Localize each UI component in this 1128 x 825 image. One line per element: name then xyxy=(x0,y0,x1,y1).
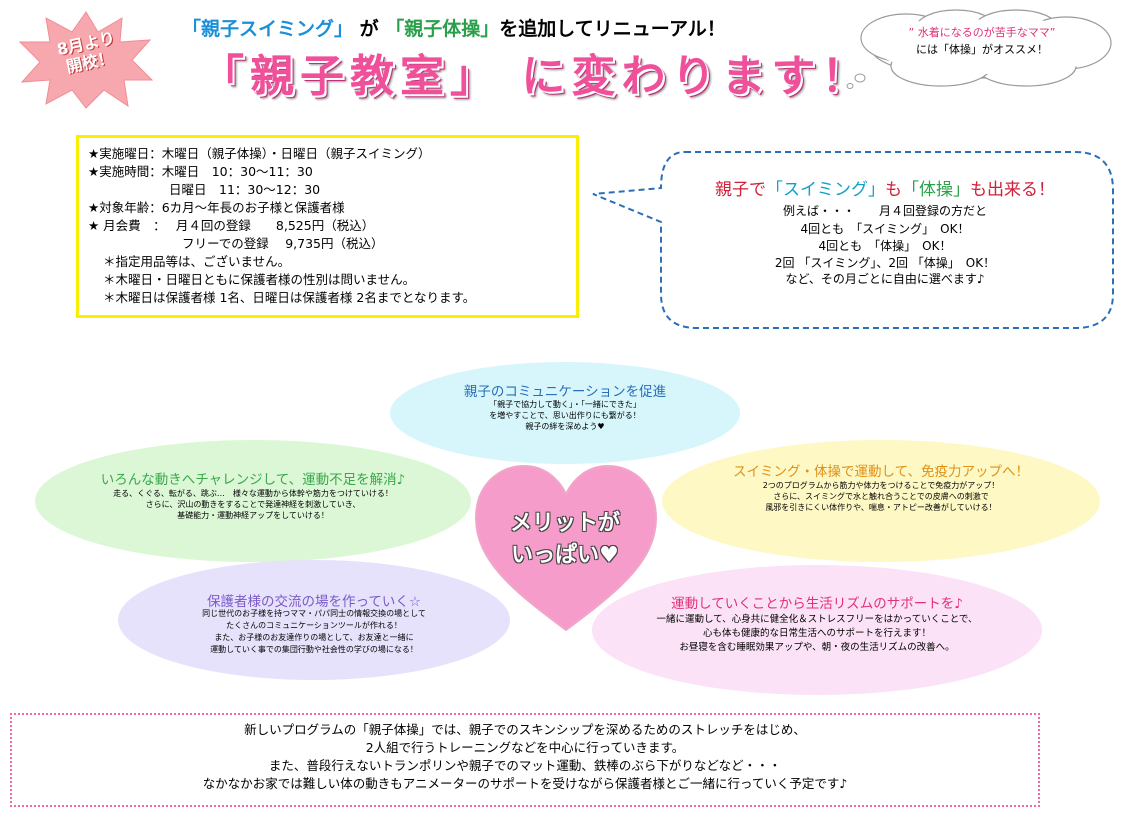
heart-line1: メリットが xyxy=(509,511,620,536)
merit-challenge-line2: さらに、沢山の動きをすることで発達神経を刺激していき、 xyxy=(145,500,361,509)
merit-exchange-line3: また、お子様のお友達作りの場として、お友達と一緒に xyxy=(214,633,414,642)
page-title: 「親子教室」 に変わります！ xyxy=(200,51,872,102)
subtitle-ga: が xyxy=(359,18,379,40)
merit-rhythm-line3: お昼寝を含む睡眠効果アップや、朝・夜の生活リズムの改善へ。 xyxy=(679,642,955,653)
bubble-title-a: 親子で xyxy=(715,180,766,200)
merit-rhythm-title: 運動していくことから生活リズムのサポートを♪ xyxy=(671,596,963,612)
merit-exchange-title: 保護者様の交流の場を作っていく☆ xyxy=(207,594,421,610)
opening-badge-starburst xyxy=(18,11,154,109)
bubble-title-swimming: 「スイミング」 xyxy=(766,180,885,200)
class-info-box: ★実施曜日：木曜日（親子体操）・日曜日（親子スイミング） ★実施時間：木曜日 1… xyxy=(76,135,579,318)
merit-communication-line3: 親子の絆を深めよう♥ xyxy=(525,422,605,431)
merit-rhythm xyxy=(592,565,1042,695)
cloud-line1: ” 水着になるのが苦手なママ” xyxy=(908,26,1056,39)
info-fee-free: フリーでの登録 9,735円（税込） xyxy=(182,236,384,251)
bottom-line-3: また、普段行えないトランポリンや親子でのマット運動、鉄棒のぶら下がりなどなど・・… xyxy=(268,758,782,773)
bubble-line-5: など、その月ごとに自由に選べます♪ xyxy=(785,272,985,286)
merit-immunity xyxy=(662,440,1100,562)
merit-rhythm-line2: 心も体も健康的な日常生活へのサポートを行えます！ xyxy=(702,628,931,639)
info-time-sunday: 日曜日 11：30～12：30 xyxy=(169,182,321,197)
merit-immunity-line2: さらに、スイミングで水と触れ合うことでの皮膚への刺激で xyxy=(773,492,989,501)
merit-exchange-line2: たくさんのコミュニケーションツールが作れる！ xyxy=(226,621,402,630)
bubble-title-e: も出来る！ xyxy=(970,180,1055,200)
subtitle-gymnastics: 「親子体操」 xyxy=(385,18,500,40)
headline-subtitle: 「親子スイミング」 が 「親子体操」を追加してリニューアル！ xyxy=(182,14,802,41)
info-note-items: ＊指定用品等は、ございません。 xyxy=(103,254,291,269)
merit-challenge-line1: 走る、くぐる、転がる、跳ぶ… 様々な運動から体幹や筋力をつけていける！ xyxy=(113,489,393,498)
heart-line2: いっぱい♥ xyxy=(511,543,619,568)
speech-bubble xyxy=(592,151,1114,329)
merit-immunity-title: スイミング・体操で運動して、免疫力アップへ！ xyxy=(733,464,1029,480)
heart-icon xyxy=(474,464,658,632)
cloud-line2-c: がオススメ！ xyxy=(982,43,1048,56)
subtitle-tail: を追加してリニューアル！ xyxy=(499,18,726,40)
merit-communication-title: 親子のコミュニケーションを促進 xyxy=(463,384,667,400)
cloud-line2-b: 「体操」 xyxy=(938,43,982,56)
info-days: ★実施曜日：木曜日（親子体操）・日曜日（親子スイミング） xyxy=(88,146,431,161)
merit-rhythm-line1: 一緒に運動して、心身共に健全化＆ストレスフリーをはかっていくことで、 xyxy=(656,614,978,625)
merit-exchange-line4: 運動していく事での集団行動や社会性の学びの場になる！ xyxy=(210,645,418,654)
info-fee-monthly: ★ 月会費 ： 月４回の登録 8,525円（税込） xyxy=(88,218,375,233)
merit-communication xyxy=(390,362,740,464)
info-note-gender: ＊木曜日・日曜日ともに保護者様の性別は問いません。 xyxy=(103,272,416,287)
bottom-line-4: なかなかお家では難しい体の動きもアニメーターのサポートを受けながら保護者様とご一… xyxy=(202,776,848,791)
cloud-text: ” 水着になるのが苦手なママ” には「体操」がオススメ！ xyxy=(862,24,1102,58)
bottom-line-1: 新しいプログラムの「親子体操」では、親子でのスキンシップを深めるためのストレッチ… xyxy=(244,722,806,737)
merit-challenge-title: いろんな動きへチャレンジして、運動不足を解消♪ xyxy=(100,472,406,488)
cloud-line2-a: には xyxy=(916,43,938,56)
thought-cloud xyxy=(846,9,1112,89)
merit-exchange-line1: 同じ世代のお子様を持つママ・パパ同士の情報交換の場として xyxy=(202,609,426,618)
info-note-guardians: ＊木曜日は保護者様 1名、日曜日は保護者様 2名までとなります。 xyxy=(103,290,476,305)
bubble-title: 親子で「スイミング」も「体操」も出来る！ xyxy=(660,175,1110,200)
info-time-thursday: ★実施時間：木曜日 10：30～11：30 xyxy=(88,164,313,179)
merit-communication-line2: を増やすことで、思い出作りにも繋がる！ xyxy=(489,411,641,420)
merit-exchange xyxy=(118,560,510,680)
bottom-line-2: 2人組で行うトレーニングなどを中心に行っていきます。 xyxy=(365,740,685,755)
bubble-title-gymnastics: 「体操」 xyxy=(902,180,970,200)
bubble-line-3: 4回とも 「体操」 OK！ xyxy=(818,239,952,253)
merit-challenge-line3: 基礎能力・運動神経アップをしていける！ xyxy=(177,511,329,520)
heart-text: メリットが いっぱい♥ xyxy=(490,508,640,572)
bubble-line-1: 例えば・・・ 月４回登録の方だと xyxy=(782,204,987,218)
subtitle-swimming: 「親子スイミング」 xyxy=(182,18,354,40)
merit-challenge xyxy=(35,440,471,562)
merit-communication-line1: 「親子で協力して動く」・「一緒にできた」 xyxy=(489,400,641,409)
merit-immunity-line1: 2つのプログラムから筋力や体力をつけることで免疫力がアップ！ xyxy=(762,481,1000,490)
bubble-line-4: 2回 「スイミング」、2回 「体操」 OK！ xyxy=(774,256,996,270)
cloud-line2: には「体操」がオススメ！ xyxy=(862,41,1102,58)
program-description-box xyxy=(10,713,1040,807)
info-age: ★対象年齢：6カ月～年長のお子様と保護者様 xyxy=(88,200,345,215)
bubble-title-mo1: も xyxy=(885,180,902,200)
bubble-line-2: 4回とも 「スイミング」 OK！ xyxy=(800,222,970,236)
merit-immunity-line3: 風邪を引きにくい体作りや、喘息・アトピー改善がしていける！ xyxy=(765,503,997,512)
